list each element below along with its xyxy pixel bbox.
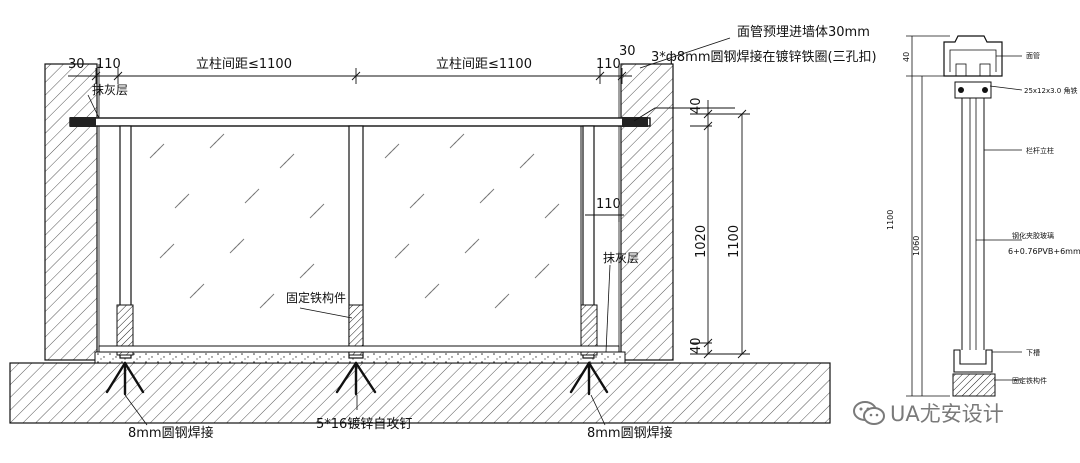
weld-left-label: 8mm圆钢焊接 xyxy=(128,425,214,441)
section-dim-40: 40 xyxy=(902,52,911,62)
fixing-iron-blocks xyxy=(116,304,598,356)
floor-slab xyxy=(9,351,831,424)
dim-110-mid: 110 xyxy=(596,197,621,212)
plaster-label-right: 抹灰层 xyxy=(603,251,639,265)
section-label-bottom: 下槽 xyxy=(1026,348,1040,357)
dim-40-top: 40 xyxy=(689,97,704,114)
dim-1100: 1100 xyxy=(727,225,742,258)
dim-40-bottom: 40 xyxy=(689,337,704,354)
plaster-label-left: 抹灰层 xyxy=(92,83,128,97)
dim-110-left: 110 xyxy=(96,57,121,72)
top-note: 面管预埋进墙体30mm xyxy=(737,25,870,40)
section-dim-1060: 1060 xyxy=(912,236,921,256)
wechat-icon xyxy=(853,401,885,425)
dim-1020: 1020 xyxy=(694,225,709,258)
section-label-fix: 固定铁构件 xyxy=(1012,376,1047,385)
left-wall xyxy=(44,63,98,361)
dim-30-right: 30 xyxy=(619,44,636,59)
section-detail xyxy=(906,35,1023,397)
label-leaders xyxy=(87,94,611,426)
weld-right-label: 8mm圆钢焊接 xyxy=(587,425,673,441)
watermark-text: UA尤安设计 xyxy=(890,402,1004,426)
section-label-glass-spec: 6+0.76PVB+6mm xyxy=(1008,247,1080,256)
dim-110-right: 110 xyxy=(596,57,621,72)
right-dimensions xyxy=(690,100,750,359)
watermark: UA尤安设计 xyxy=(852,398,1004,428)
bottom-rail xyxy=(98,345,620,353)
span-left: 立柱间距≤1100 xyxy=(196,57,292,72)
mid-110-dimension xyxy=(585,208,624,222)
span-right: 立柱间距≤1100 xyxy=(436,57,532,72)
section-label-post: 栏杆立柱 xyxy=(1026,146,1054,155)
top-note-2: 3*ф8mm圆钢焊接在镀锌铁圈(三孔扣) xyxy=(651,49,877,65)
dim-30-left: 30 xyxy=(68,57,85,72)
section-label-glass: 钢化夹胶玻璃 xyxy=(1012,231,1054,240)
section-label-handrail: 面管 xyxy=(1026,51,1040,60)
screw-label: 5*16镀锌自攻钉 xyxy=(316,416,412,432)
fixing-iron-label: 固定铁构件 xyxy=(286,290,346,305)
section-dim-1100: 1100 xyxy=(886,210,895,230)
section-label-steel: 25x12x3.0 角铁 xyxy=(1024,86,1077,95)
anchor-bars xyxy=(105,361,609,396)
top-dimension-line xyxy=(68,68,632,84)
posts xyxy=(119,125,595,359)
